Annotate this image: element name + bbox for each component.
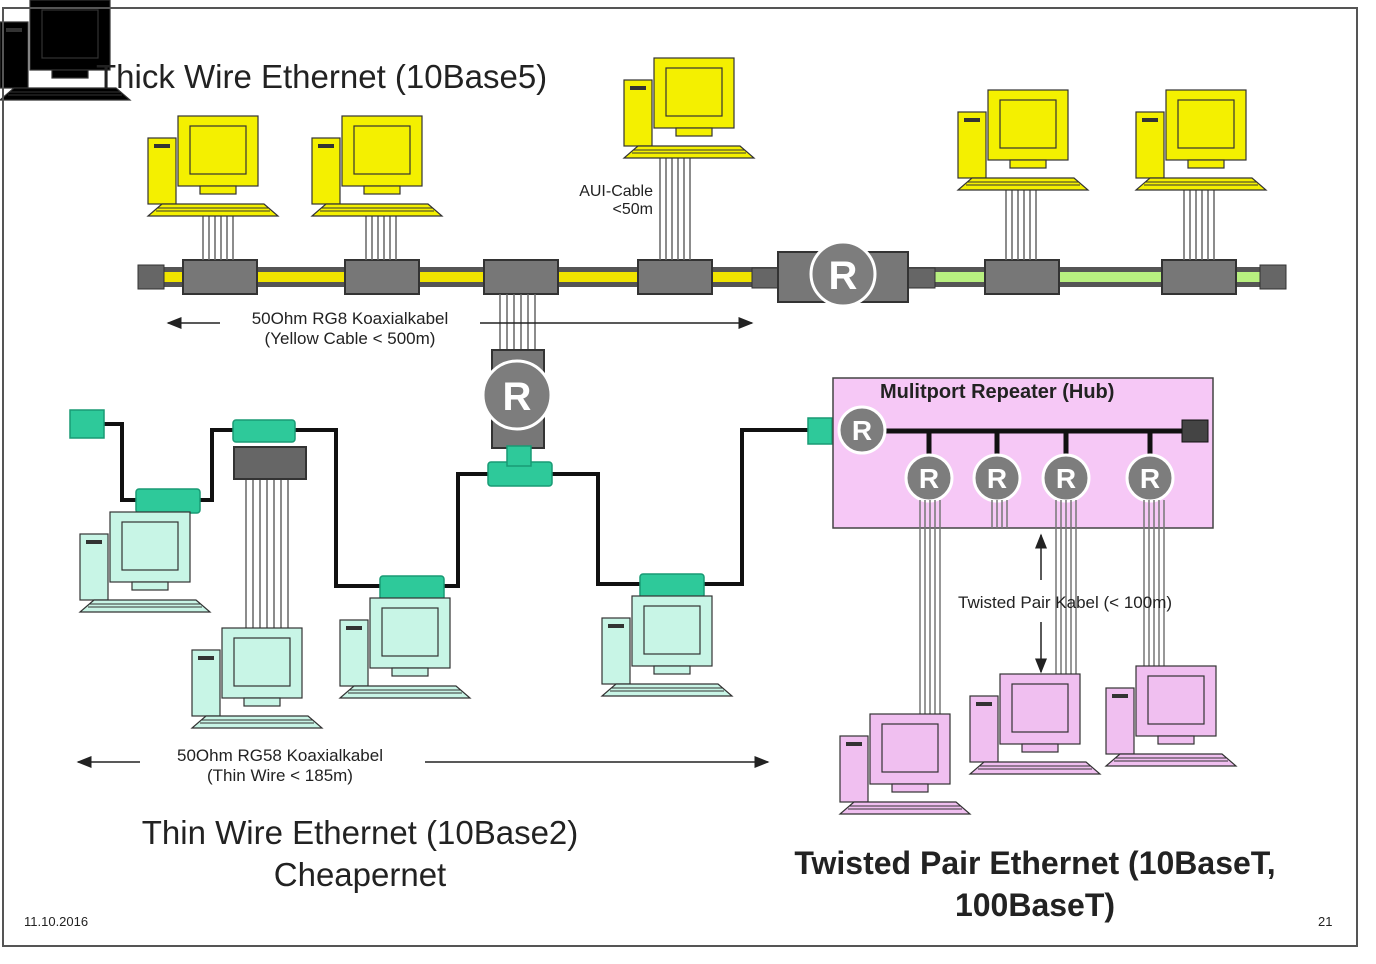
twisted-pair-cables: [919, 500, 1165, 718]
t-connector: [379, 575, 445, 601]
transceiver: [1161, 259, 1237, 295]
transceiver: [637, 259, 713, 295]
transceiver: [182, 259, 258, 295]
repeater-label: R: [987, 463, 1007, 494]
thin-transceiver: [233, 446, 307, 480]
computer-icon: [601, 595, 733, 697]
thin-wire-title-line2: Cheapernet: [273, 856, 447, 893]
thin-wire-title-line1: Thin Wire Ethernet (10Base2): [141, 814, 579, 851]
repeater-label: R: [852, 415, 872, 446]
repeater-label: R: [1056, 463, 1076, 494]
computer-icon: [0, 0, 132, 101]
repeater-label: R: [829, 254, 858, 298]
repeater-label: R: [503, 375, 532, 419]
aui-cable-name: AUI-Cable: [579, 183, 653, 200]
aui-cable-label: AUI-Cable <50m: [558, 183, 653, 220]
transceiver: [344, 259, 420, 295]
thin-coax-type: 50Ohm RG58 Koaxialkabel: [176, 746, 383, 765]
computer-icon: [623, 57, 755, 159]
thin-coax-label: 50Ohm RG58 Koaxialkabel (Thin Wire < 185…: [145, 746, 415, 785]
footer-date: 11.10.2016: [24, 914, 89, 929]
computer-icon: [147, 115, 279, 217]
thick-coax-length: (Yellow Cable < 500m): [264, 328, 436, 348]
dimension-arrows: [76, 317, 1047, 768]
t-connector: [135, 488, 201, 514]
terminator-left: [137, 264, 165, 290]
thin-coax-length: (Thin Wire < 185m): [207, 765, 353, 785]
computer-icon: [1135, 89, 1267, 191]
twisted-pair-title-line1: Twisted Pair Ethernet (10BaseT,: [794, 845, 1276, 881]
computer-icon: [79, 511, 211, 613]
thick-coax-label: 50Ohm RG8 Koaxialkabel (Yellow Cable < 5…: [215, 309, 485, 348]
t-connector: [639, 573, 705, 599]
thick-wire-title: Thick Wire Ethernet (10Base5): [96, 58, 548, 95]
middle-repeater: [481, 349, 553, 449]
computer-icon: [339, 597, 471, 699]
computer-icon: [969, 673, 1101, 775]
computer-icon: [191, 627, 323, 729]
computer-icon: [957, 89, 1089, 191]
thick-bus-repeater: [751, 240, 936, 308]
thin-wire-connectors: [69, 409, 833, 601]
tp-cable-label: Twisted Pair Kabel (< 100m): [958, 593, 1173, 612]
repeater-label: R: [1140, 463, 1160, 494]
computer-icon: [1105, 665, 1237, 767]
twisted-pair-title: Twisted Pair Ethernet (10BaseT, 100BaseT…: [770, 842, 1300, 926]
aui-cable-length: <50m: [612, 201, 653, 219]
terminator-right: [1259, 264, 1287, 290]
repeater-label: R: [919, 463, 939, 494]
transceivers: [182, 259, 1237, 295]
thin-coax-cable: [104, 422, 810, 588]
thick-coax-type: 50Ohm RG8 Koaxialkabel: [251, 309, 449, 328]
t-connector-stem: [506, 445, 532, 467]
hub-title: Mulitport Repeater (Hub): [880, 381, 1115, 403]
thin-wire-title: Thin Wire Ethernet (10Base2) Cheapernet: [0, 812, 720, 896]
computer-icon: [839, 713, 971, 815]
transceiver: [984, 259, 1060, 295]
computer-icon: [311, 115, 443, 217]
t-connector: [232, 419, 296, 443]
hub-bnc-port: [807, 417, 833, 445]
page-number: 21: [1318, 914, 1333, 929]
twisted-pair-title-line2: 100BaseT): [954, 887, 1116, 923]
transceiver: [483, 259, 559, 295]
thin-terminator: [69, 409, 105, 439]
